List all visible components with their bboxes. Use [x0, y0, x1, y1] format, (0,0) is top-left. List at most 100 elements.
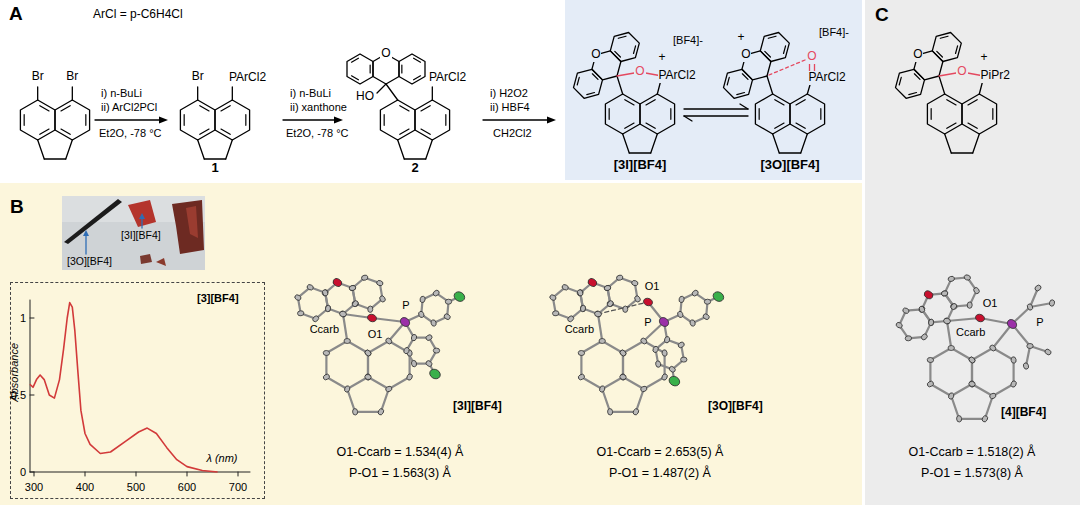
- atom-ellipsoid: [607, 408, 613, 415]
- atom-label: O: [956, 65, 967, 79]
- bond-line: [670, 109, 671, 120]
- atom-ellipsoid: [652, 345, 659, 353]
- bond-line: [187, 472, 188, 476]
- bond-line: [30, 300, 31, 472]
- bond-distance: P-O1 = 1.563(3) Å: [348, 466, 452, 480]
- bond-line: [939, 76, 945, 94]
- ring: [368, 341, 410, 389]
- reaction-condition: i) n-BuLi: [289, 87, 332, 100]
- atom-ellipsoid: [385, 385, 393, 392]
- atom-ellipsoid: [452, 290, 466, 303]
- atom-ellipsoid: [1010, 380, 1017, 388]
- reaction-condition: Et2O, -78 °C: [98, 127, 162, 140]
- atom-ellipsoid: [967, 302, 972, 309]
- atom-ellipsoid: [418, 310, 425, 318]
- atom-ellipsoid: [619, 349, 627, 357]
- compound-number: 1: [210, 161, 219, 176]
- ring: [415, 100, 450, 140]
- atom-ellipsoid: [580, 305, 586, 312]
- atom-ellipsoid: [918, 305, 925, 313]
- atom-ellipsoid: [445, 299, 452, 304]
- atom-ellipsoid: [599, 385, 606, 393]
- atom-label: Ccarb: [955, 326, 986, 339]
- atom-label: PiPr2: [980, 69, 1011, 83]
- atom-ellipsoid: [322, 373, 330, 381]
- atom-ellipsoid: [578, 350, 585, 356]
- atom-ellipsoid: [325, 305, 330, 311]
- atom-ellipsoid: [704, 299, 711, 304]
- atom-ellipsoid: [366, 313, 377, 323]
- bond-line: [636, 389, 644, 412]
- bond-line: [445, 115, 446, 126]
- ring: [380, 100, 415, 140]
- bond-line: [577, 77, 579, 85]
- atom-ellipsoid: [594, 310, 602, 318]
- compound-label: [3][BF4]: [197, 292, 239, 305]
- atom-ellipsoid: [640, 385, 648, 392]
- bond-line: [245, 115, 246, 126]
- atom-ellipsoid: [576, 289, 583, 297]
- atom-ellipsoid: [561, 284, 569, 291]
- bond-line: [204, 158, 225, 159]
- atom-ellipsoid: [1006, 318, 1019, 331]
- ring: [930, 348, 972, 396]
- atom-ellipsoid: [377, 408, 385, 416]
- atom-ellipsoid: [631, 280, 639, 287]
- tick-label: 400: [75, 481, 95, 494]
- atom-ellipsoid: [385, 337, 393, 345]
- atom-ellipsoid: [956, 415, 962, 422]
- bond-line: [947, 318, 980, 321]
- panel-letter: B: [10, 196, 24, 218]
- atom-ellipsoid: [1034, 284, 1042, 292]
- bond-line: [727, 77, 729, 85]
- ring: [347, 54, 373, 84]
- atom-ellipsoid: [941, 290, 948, 296]
- ring: [790, 94, 825, 134]
- bond-line: [775, 123, 784, 128]
- bond-line: [737, 93, 745, 95]
- bond-line: [940, 36, 948, 38]
- bond-line: [684, 108, 748, 109]
- atom-ellipsoid: [902, 307, 910, 314]
- bond-line: [414, 76, 421, 80]
- bond-line: [61, 106, 70, 111]
- atom-ellipsoid: [428, 367, 442, 380]
- atom-label: Br: [191, 70, 205, 84]
- atom-ellipsoid: [552, 310, 559, 316]
- atom-ellipsoid: [577, 373, 585, 381]
- bond-line: [355, 411, 381, 413]
- atom-ellipsoid: [411, 360, 417, 367]
- atom-ellipsoid: [443, 313, 451, 321]
- bond-line: [347, 389, 355, 412]
- atom-ellipsoid: [606, 300, 614, 308]
- atom-label: O: [634, 65, 645, 79]
- counter-ion: [BF4]-: [672, 34, 704, 47]
- bond-line: [401, 65, 402, 73]
- bond-line: [221, 129, 230, 134]
- bond-line: [968, 100, 977, 105]
- ring: [581, 341, 623, 389]
- tick-label: 600: [177, 481, 197, 494]
- bond-line: [784, 46, 786, 54]
- atom-ellipsoid: [895, 321, 903, 329]
- atom-ellipsoid: [661, 373, 668, 381]
- atom-ellipsoid: [689, 319, 696, 327]
- atom-ellipsoid: [1027, 343, 1034, 348]
- atom-ellipsoid: [929, 319, 934, 325]
- atom-ellipsoid: [352, 300, 359, 306]
- atom-ellipsoid: [321, 289, 328, 297]
- atom-ellipsoid: [403, 347, 410, 355]
- bond-line: [947, 100, 956, 105]
- atom-ellipsoid: [364, 349, 372, 357]
- atom-ellipsoid: [989, 344, 997, 352]
- bond-line: [200, 129, 209, 134]
- bond-line: [232, 87, 233, 100]
- bond-line: [742, 74, 748, 80]
- structure-label: [3O][BF4]: [707, 400, 764, 414]
- arrowhead: [139, 213, 145, 219]
- atom-ellipsoid: [361, 274, 369, 281]
- compound-number: 2: [410, 161, 419, 176]
- atom-ellipsoid: [594, 311, 602, 317]
- atom-ellipsoid: [325, 305, 331, 312]
- atom-ellipsoid: [968, 356, 976, 364]
